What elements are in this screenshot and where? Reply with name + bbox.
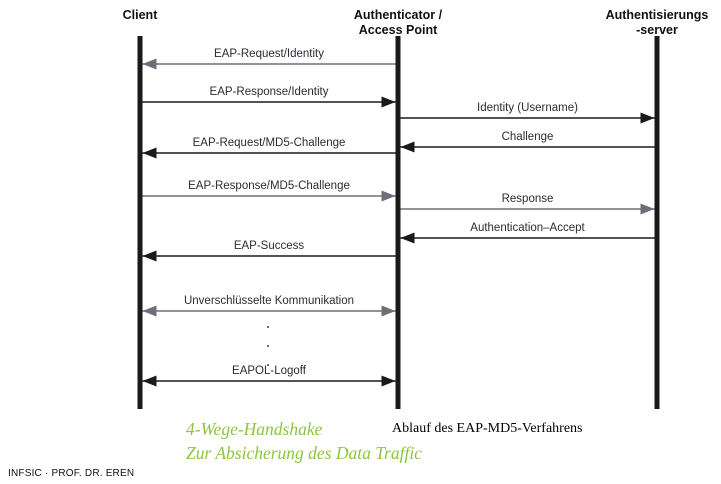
- message-m11: [142, 375, 396, 387]
- arrow-head: [400, 141, 415, 153]
- arrow-head: [381, 190, 396, 202]
- message-m4: [400, 141, 655, 153]
- caption-black: Ablauf des EAP-MD5-Verfahrens: [392, 421, 583, 436]
- lifeline-client: [137, 36, 143, 409]
- message-arrow-group: [142, 58, 655, 387]
- arrow-head: [142, 147, 157, 159]
- message-label-m7: Response: [501, 193, 554, 205]
- caption-green-line2: Zur Absicherung des Data Traffic: [186, 443, 422, 463]
- ellipsis-dot-3: [267, 364, 269, 366]
- message-m9: [142, 250, 396, 262]
- message-label-m6: EAP-Response/MD5-Challenge: [188, 180, 350, 192]
- message-m1: [142, 58, 396, 70]
- participant-label-auth_server: Authentisierungs -server: [605, 8, 709, 37]
- message-label-m9: EAP-Success: [233, 240, 305, 252]
- lifeline-group: [137, 36, 660, 409]
- message-label-m3: Identity (Username): [477, 102, 578, 114]
- message-m5: [142, 147, 396, 159]
- arrow-head: [142, 305, 157, 317]
- message-label-m10: Unverschlüsselte Kommunikation: [183, 295, 355, 307]
- ellipsis-dot-1: [267, 326, 269, 328]
- arrow-head: [381, 375, 396, 387]
- arrow-head: [381, 96, 396, 108]
- arrow-head: [142, 375, 157, 387]
- message-label-m5: EAP-Request/MD5-Challenge: [192, 137, 346, 149]
- message-label-m4: Challenge: [501, 131, 554, 143]
- arrow-head: [142, 250, 157, 262]
- arrow-head: [381, 305, 396, 317]
- message-label-m11: EAPOL-Logoff: [232, 365, 306, 377]
- participant-label-authenticator: Authenticator / Access Point: [353, 8, 443, 37]
- message-m3: [400, 112, 655, 124]
- arrow-head: [640, 203, 655, 215]
- lifeline-auth_server: [654, 36, 660, 409]
- message-label-m1: EAP-Request/Identity: [214, 48, 324, 60]
- message-m7: [400, 203, 655, 215]
- participant-label-client: Client: [122, 8, 158, 22]
- message-m10: [142, 305, 396, 317]
- arrow-head: [400, 232, 415, 244]
- message-m2: [142, 96, 396, 108]
- message-m8: [400, 232, 655, 244]
- message-m6: [142, 190, 396, 202]
- message-label-m2: EAP-Response/Identity: [209, 86, 329, 98]
- message-label-m8: Authentication–Accept: [470, 222, 585, 234]
- lifeline-authenticator: [395, 36, 401, 409]
- arrow-head: [142, 58, 157, 70]
- caption-green-line1: 4-Wege-Handshake: [186, 419, 323, 439]
- footer-attribution: INFSIC · PROF. DR. EREN: [8, 468, 135, 479]
- arrow-head: [640, 112, 655, 124]
- ellipsis-dot-2: [267, 345, 269, 347]
